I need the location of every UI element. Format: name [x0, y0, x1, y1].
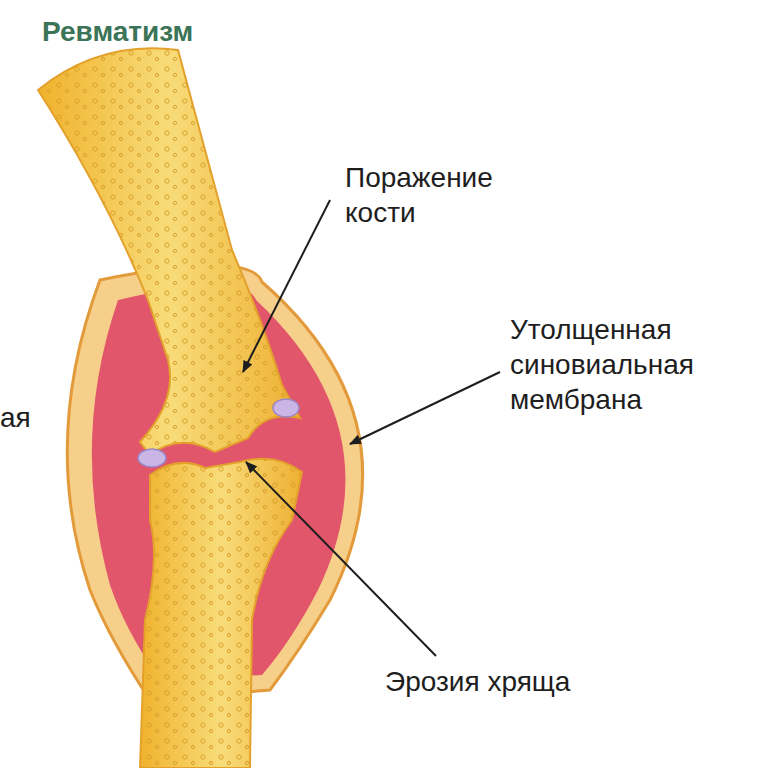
bone-texture — [38, 48, 300, 455]
part-label: Поражение кости — [345, 160, 560, 230]
lower-bone — [140, 459, 302, 768]
cartilage — [273, 399, 299, 417]
leader-arrow — [246, 462, 436, 656]
upper-bone — [38, 48, 300, 455]
part-label: ая — [0, 400, 60, 435]
diagram-title: Ревматизм — [42, 14, 193, 49]
part-label: Эрозия хряща — [385, 664, 755, 699]
leader-arrow — [350, 372, 500, 444]
leader-arrow — [243, 200, 330, 372]
cartilage — [138, 449, 166, 467]
bone-texture — [140, 459, 302, 768]
part-label: Утолщенная синовиальная мембрана — [510, 312, 762, 417]
